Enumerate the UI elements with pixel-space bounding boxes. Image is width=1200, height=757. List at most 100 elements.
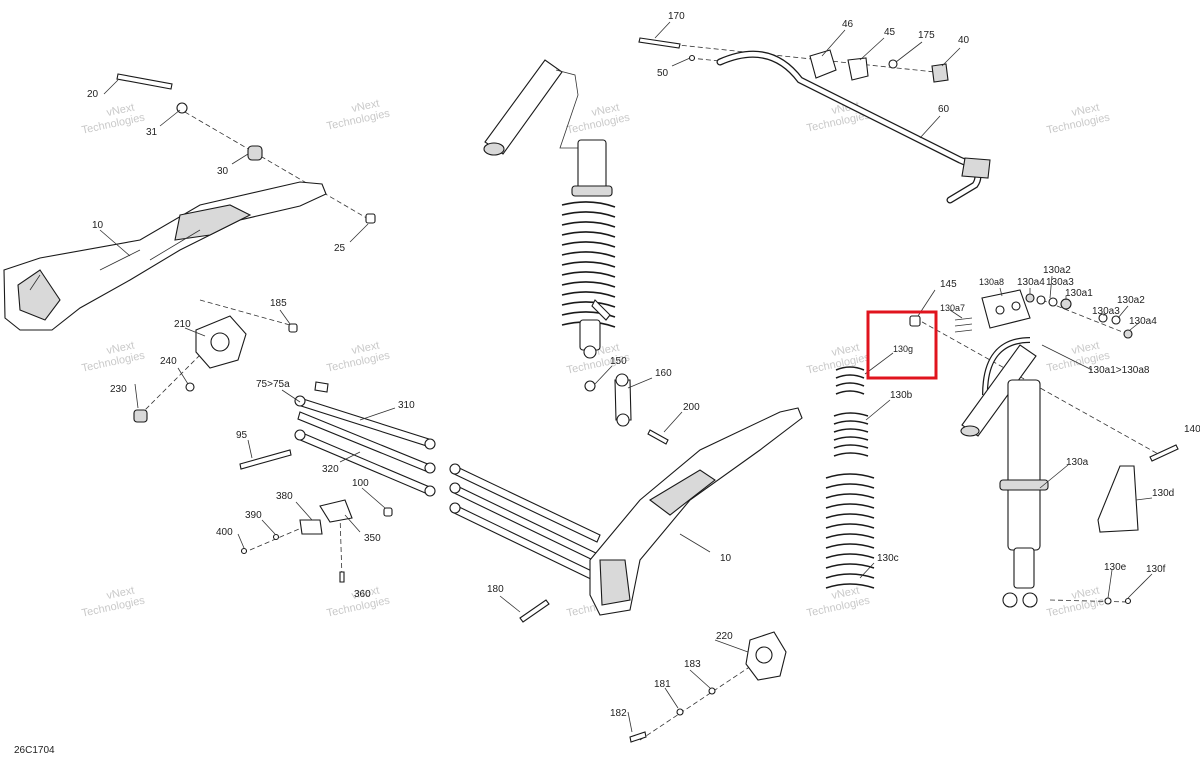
- callout-100: 100: [352, 478, 369, 489]
- callout-10-left: 10: [92, 220, 104, 231]
- spring-130b: [833, 412, 869, 457]
- watermark-line1: vNext: [1071, 102, 1101, 120]
- watermark-line1: vNext: [106, 102, 136, 120]
- nut-100: [383, 507, 393, 517]
- bushing-40: [931, 63, 949, 83]
- callout-310: 310: [398, 400, 415, 411]
- callout-40: 40: [958, 35, 970, 46]
- washer-130a2: [1048, 297, 1058, 307]
- callout-140: 140: [1184, 424, 1200, 435]
- bolt-95: [239, 449, 292, 470]
- callout-130a: 130a: [1066, 457, 1089, 468]
- callout-220: 220: [716, 631, 733, 642]
- nut-130f: [1124, 597, 1132, 605]
- callout-183: 183: [684, 659, 701, 670]
- callout-181: 181: [654, 679, 671, 690]
- callout-130a4: 130a4: [1017, 277, 1045, 288]
- callout-170: 170: [668, 11, 685, 22]
- callout-380: 380: [276, 491, 293, 502]
- callout-130c: 130c: [877, 553, 899, 564]
- callout-182: 182: [610, 708, 627, 719]
- callout-400: 400: [216, 527, 233, 538]
- highlight-box-130g: [866, 310, 938, 380]
- bolt-170: [638, 37, 681, 49]
- nut-150: [584, 380, 596, 392]
- watermark-line1: vNext: [106, 585, 136, 603]
- bushing-230: [133, 409, 148, 423]
- bolt-200: [647, 429, 669, 445]
- callout-130a3-right: 130a3: [1092, 306, 1120, 317]
- callout-150: 150: [610, 356, 627, 367]
- callout-20: 20: [87, 89, 99, 100]
- bottom-knuckle-group: [629, 631, 787, 743]
- callout-230: 230: [110, 384, 127, 395]
- bracket-46: [809, 49, 837, 79]
- callout-130a7: 130a7: [940, 303, 965, 313]
- watermark: vNext Technologies: [81, 102, 147, 137]
- plate-380: [299, 519, 323, 535]
- boot-130d: [1097, 465, 1139, 533]
- callout-50: 50: [657, 68, 669, 79]
- callout-130f: 130f: [1146, 564, 1166, 575]
- watermark: vNext Technologies: [326, 340, 392, 375]
- washer-240: [185, 382, 195, 392]
- callout-390: 390: [245, 510, 262, 521]
- callout-130e: 130e: [1104, 562, 1127, 573]
- watermark: vNext Technologies: [81, 340, 147, 375]
- callout-labels: 170 46 45 175 40 50 60 20 31 30 10 25 18…: [87, 11, 1200, 719]
- watermark: vNext Technologies: [1046, 102, 1112, 137]
- watermark-line1: vNext: [1071, 340, 1101, 358]
- callout-130b: 130b: [890, 390, 913, 401]
- callout-30: 30: [217, 166, 229, 177]
- watermark-line1: vNext: [351, 585, 381, 603]
- watermark: vNext Technologies: [81, 585, 147, 620]
- center-shock-group: [483, 59, 616, 359]
- shock-130a: [1007, 379, 1041, 551]
- nut-185: [288, 323, 298, 333]
- watermark: vNext Technologies: [806, 342, 872, 377]
- watermark-line1: vNext: [831, 342, 861, 360]
- washer-390: [272, 533, 280, 541]
- sway-bar-group: [638, 37, 991, 204]
- bolt-360: [339, 571, 345, 583]
- bracket-350: [319, 499, 353, 523]
- spring-130c: [825, 473, 875, 589]
- callout-95: 95: [236, 430, 248, 441]
- washer-130a3: [1036, 295, 1046, 305]
- spring-130g: [835, 366, 865, 395]
- callout-130d: 130d: [1152, 488, 1174, 499]
- callout-25: 25: [334, 243, 346, 254]
- callout-130a1-range: 130a1>130a8: [1088, 365, 1150, 376]
- bushing-30: [247, 145, 263, 161]
- trailing-arm-10-left: [3, 181, 327, 331]
- callout-130a3: 130a3: [1046, 277, 1074, 288]
- callout-45: 45: [884, 27, 896, 38]
- callout-320: 320: [322, 464, 339, 475]
- screw-400: [240, 547, 248, 555]
- callout-130g: 130g: [893, 344, 913, 354]
- callout-240: 240: [160, 356, 177, 367]
- callout-160: 160: [655, 368, 672, 379]
- callout-200: 200: [683, 402, 700, 413]
- watermark-line1: vNext: [1071, 585, 1101, 603]
- callout-130a4-right: 130a4: [1129, 316, 1157, 327]
- right-shock-group: [825, 289, 1179, 608]
- callout-175: 175: [918, 30, 935, 41]
- watermark: vNext Technologies: [326, 98, 392, 133]
- bolt-140: [1149, 444, 1179, 462]
- trailing-arm-lower-group: [449, 373, 803, 623]
- callout-350: 350: [364, 533, 381, 544]
- reservoir: [484, 59, 563, 155]
- watermark: vNext Technologies: [566, 102, 632, 137]
- bolt-75: [314, 381, 329, 393]
- callout-10-center: 10: [720, 553, 732, 564]
- callout-180: 180: [487, 584, 504, 595]
- bracket-130a8: [981, 289, 1031, 329]
- bushing-130a1: [1060, 298, 1072, 310]
- washer-130e: [1104, 597, 1112, 605]
- nut-145: [909, 315, 921, 327]
- left-lower-group: [133, 315, 436, 583]
- diagram-code: 26C1704: [14, 745, 55, 756]
- watermark-line1: vNext: [351, 98, 381, 116]
